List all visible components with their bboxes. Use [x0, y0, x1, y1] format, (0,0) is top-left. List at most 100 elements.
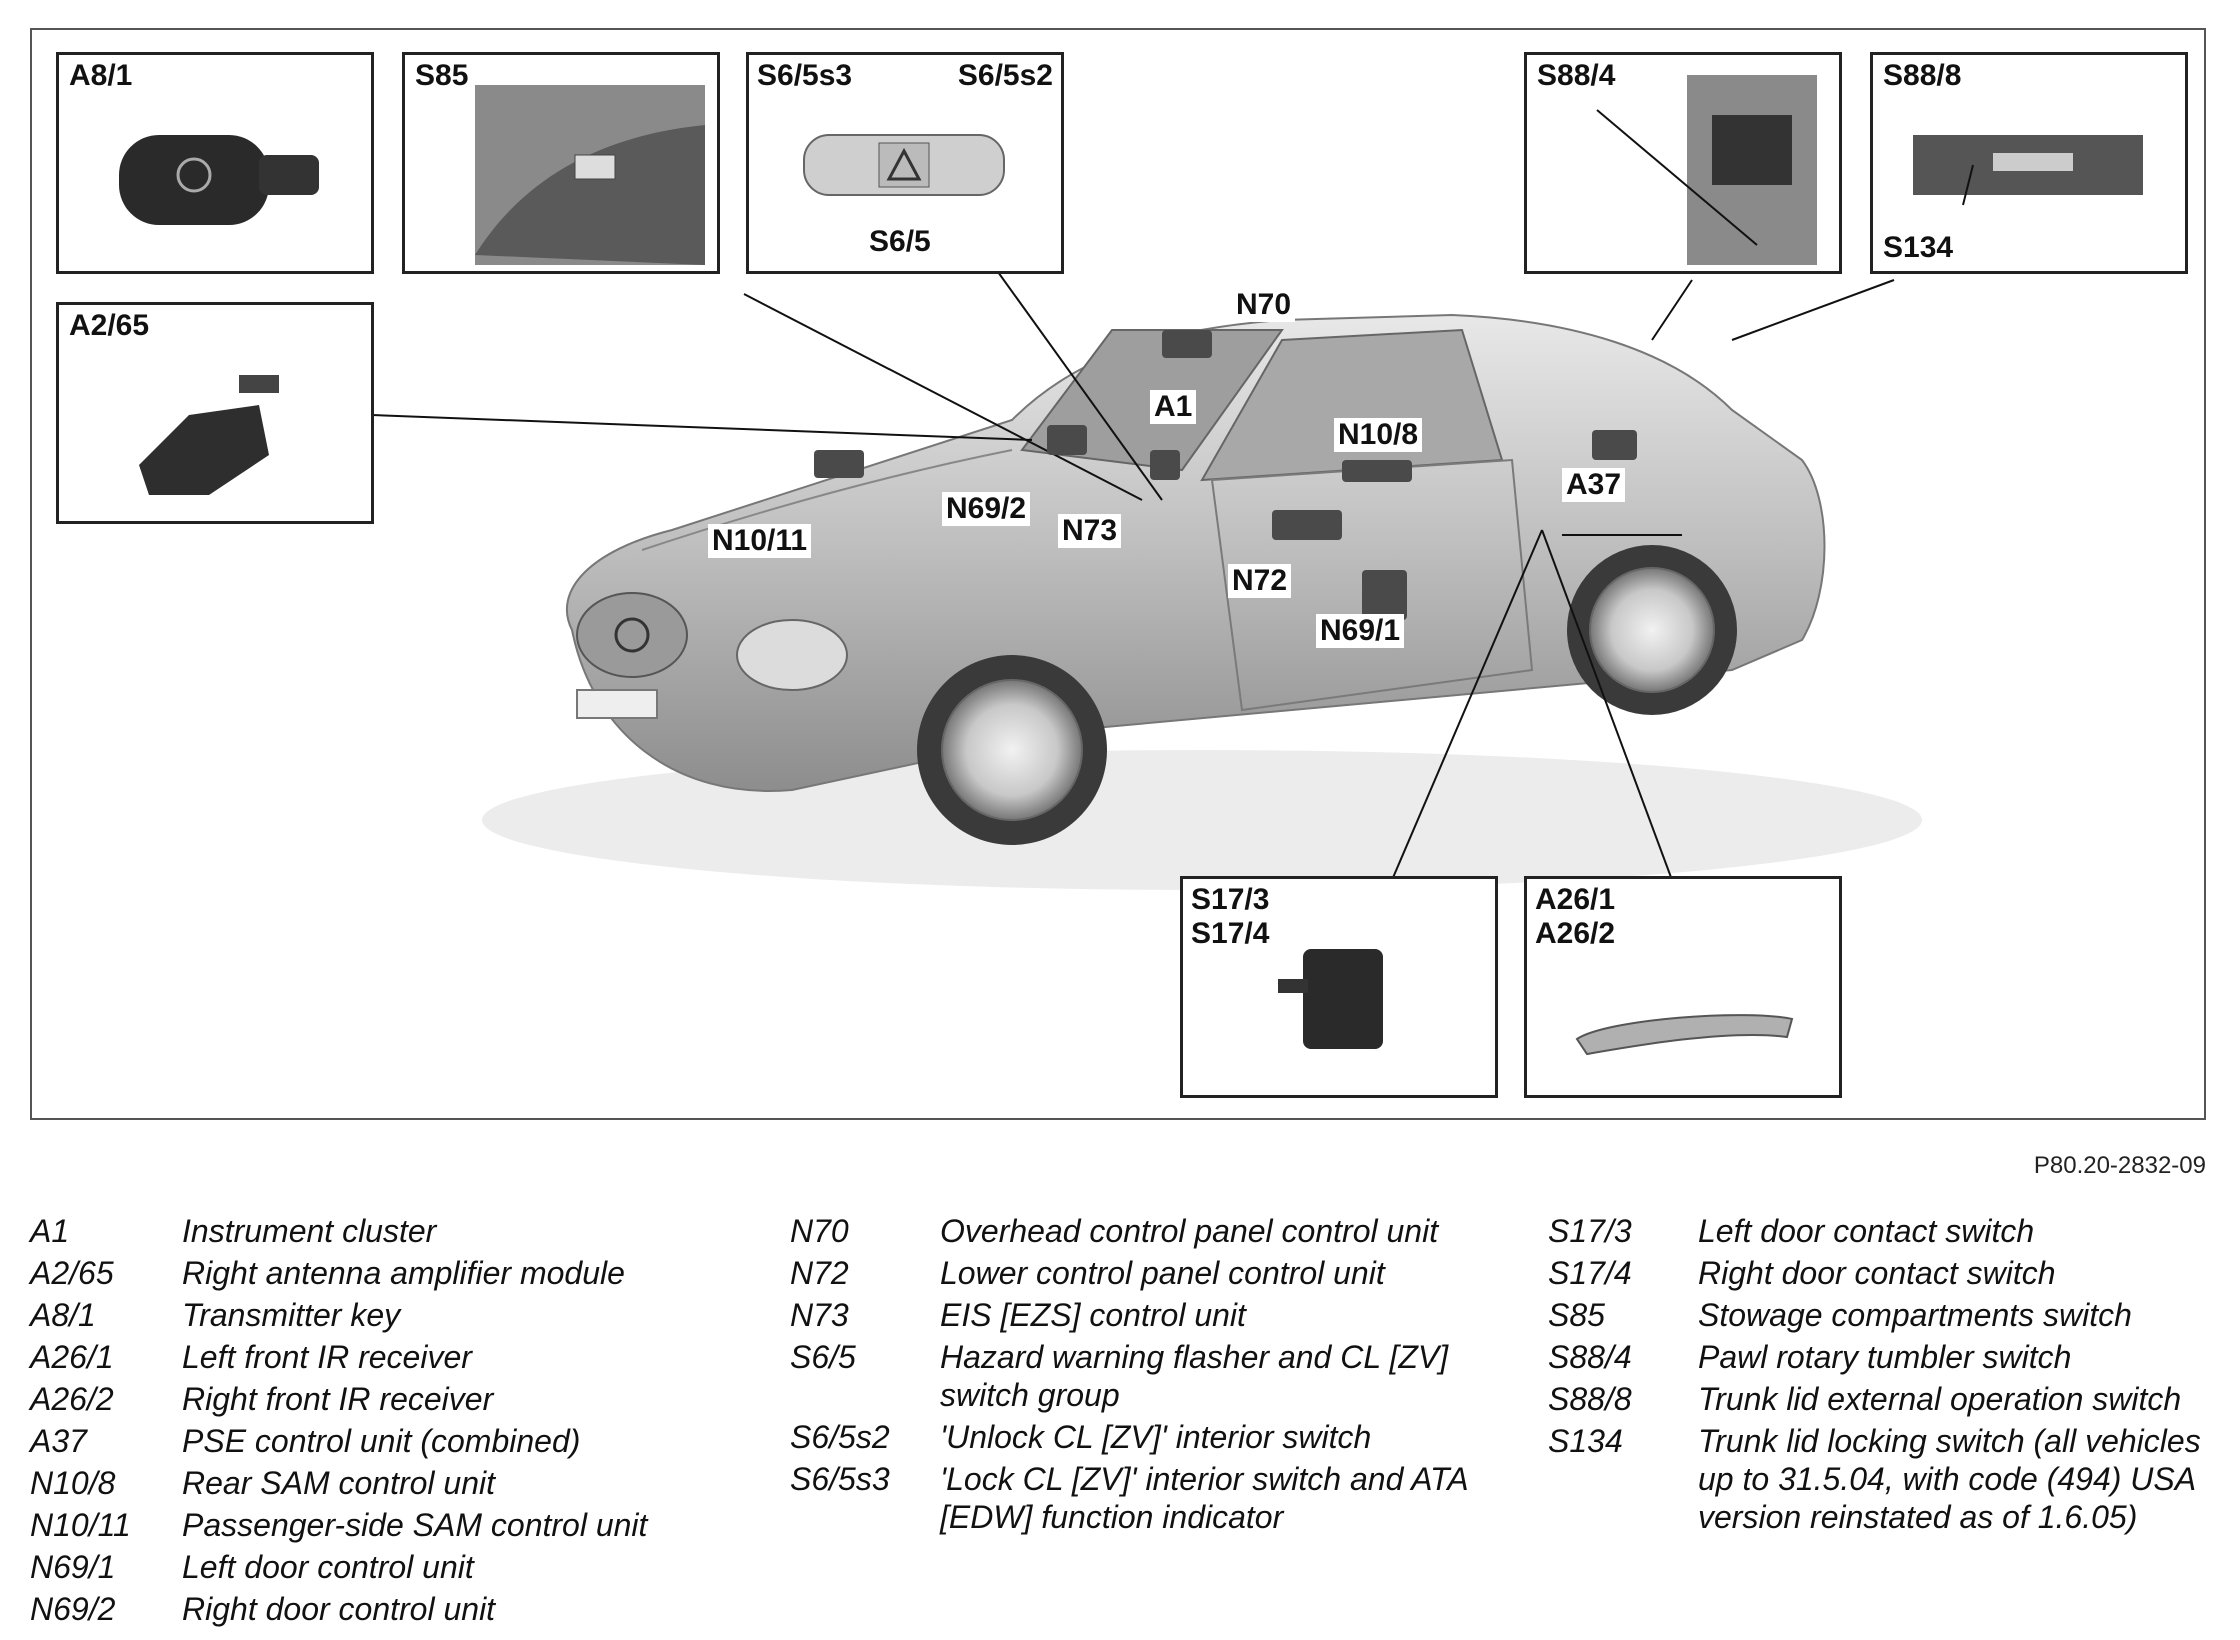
legend-row: S6/5 Hazard warning flasher and CL [ZV] s…: [790, 1338, 1480, 1414]
inset-a8-1: A8/1: [56, 52, 374, 274]
hood-line: [641, 449, 1013, 551]
legend-code: A26/1: [30, 1339, 114, 1375]
label-s6-5: S6/5: [869, 225, 931, 258]
callout-n10-11: N10/11: [708, 524, 812, 558]
legend-row: N69/2 Right door control unit: [30, 1590, 730, 1628]
inset-s6-5: S6/5s3 S6/5s2 S6/5: [746, 52, 1064, 274]
legend-code: N10/11: [30, 1507, 131, 1543]
legend-description: Right antenna amplifier module: [182, 1255, 625, 1291]
inset-s88-8: S88/8 S134: [1870, 52, 2188, 274]
legend-code: S88/4: [1548, 1339, 1632, 1375]
label-s17-3: S17/3: [1191, 883, 1270, 916]
car-body: [566, 313, 1826, 792]
label-s17-4: S17/4: [1191, 917, 1270, 950]
legend-code: N69/1: [30, 1549, 116, 1585]
label-s134: S134: [1883, 231, 1954, 264]
label-a8-1: A8/1: [69, 59, 133, 92]
inset-s17: S17/3 S17/4: [1180, 876, 1498, 1098]
legend-description: Left door control unit: [182, 1549, 474, 1585]
legend-description: Hazard warning flasher and CL [ZV] switc…: [940, 1339, 1449, 1413]
legend-row: N69/1 Left door control unit: [30, 1548, 730, 1586]
callout-n70: N70: [1232, 288, 1296, 322]
legend-description: Stowage compartments switch: [1698, 1297, 2132, 1333]
legend-row: S17/3 Left door contact switch: [1548, 1212, 2218, 1250]
legend-description: EIS [EZS] control unit: [940, 1297, 1246, 1333]
legend-row: A1 Instrument cluster: [30, 1212, 730, 1250]
legend-row: A8/1 Transmitter key: [30, 1296, 730, 1334]
legend-description: Trunk lid locking switch (all vehicles u…: [1698, 1423, 2201, 1535]
legend-code: N10/8: [30, 1465, 116, 1501]
figure-code: P80.20-2832-09: [2033, 1152, 2206, 1179]
legend-row: A26/2 Right front IR receiver: [30, 1380, 730, 1418]
legend-description: Lower control panel control unit: [940, 1255, 1385, 1291]
legend-code: N70: [790, 1213, 849, 1249]
label-s88-4: S88/4: [1537, 59, 1616, 92]
legend-code: A2/65: [30, 1255, 114, 1291]
legend-row: A2/65 Right antenna amplifier module: [30, 1254, 730, 1292]
legend-code: S17/4: [1548, 1255, 1632, 1291]
callout-n72: N72: [1228, 564, 1292, 598]
diagram-frame: A8/1 S85 S6/5s3 S6/5s2 S6/5 S88/4: [30, 28, 2206, 1120]
component-markers: [814, 330, 1637, 620]
legend-description: Overhead control panel control unit: [940, 1213, 1439, 1249]
legend-row: N70 Overhead control panel control unit: [790, 1212, 1480, 1250]
car-shadow: [482, 750, 1922, 890]
label-s85: S85: [415, 59, 469, 92]
antenna-module-icon: [139, 375, 279, 495]
stowage-switch-icon: [475, 85, 705, 265]
legend-code: N72: [790, 1255, 849, 1291]
label-s6-5s2: S6/5s2: [957, 59, 1053, 92]
headlight: [736, 619, 848, 691]
legend-row: S88/8 Trunk lid external operation switch: [1548, 1380, 2218, 1418]
legend-code: S134: [1548, 1423, 1623, 1459]
inset-a26: A26/1 A26/2: [1524, 876, 1842, 1098]
legend-code: S6/5s3: [790, 1461, 890, 1497]
leader-lines: [371, 271, 1895, 881]
legend-description: Left door contact switch: [1698, 1213, 2035, 1249]
legend-code: S6/5s2: [790, 1419, 890, 1455]
legend-code: S17/3: [1548, 1213, 1632, 1249]
legend-code: S88/8: [1548, 1381, 1632, 1417]
legend-row: S6/5s2'Unlock CL [ZV]' interior switch: [790, 1418, 1480, 1456]
label-a26-1: A26/1: [1535, 883, 1616, 916]
legend-description: Instrument cluster: [182, 1213, 437, 1249]
legend-description: Transmitter key: [182, 1297, 401, 1333]
legend-description: Right front IR receiver: [182, 1381, 494, 1417]
legend-code: S6/5: [790, 1339, 856, 1375]
door-handle-icon: [1575, 1014, 1794, 1056]
label-a2-65: A2/65: [69, 309, 150, 342]
legend-description: Right door control unit: [182, 1591, 496, 1627]
legend-code: A1: [30, 1213, 70, 1249]
switch-group-icon: [803, 134, 1005, 196]
callout-n69-2: N69/2: [942, 492, 1031, 526]
legend-code: N69/2: [30, 1591, 116, 1627]
legend-row: S88/4 Pawl rotary tumbler switch: [1548, 1338, 2218, 1376]
label-s6-5s3: S6/5s3: [757, 59, 853, 92]
legend-description: Right door contact switch: [1698, 1255, 2056, 1291]
callout-a1: A1: [1150, 390, 1197, 424]
license-plate: [576, 689, 658, 719]
legend-description: PSE control unit (combined): [182, 1423, 581, 1459]
label-a26-2: A26/2: [1535, 917, 1616, 950]
legend-row: S17/4 Right door contact switch: [1548, 1254, 2218, 1292]
trunk-switch-icon: [1913, 135, 2143, 206]
legend-description: Left front IR receiver: [182, 1339, 472, 1375]
label-s88-8: S88/8: [1883, 59, 1962, 92]
legend-code: S85: [1548, 1297, 1605, 1333]
tumbler-switch-icon: [1596, 75, 1817, 265]
callout-n73: N73: [1058, 514, 1122, 548]
callout-n69-1: N69/1: [1316, 614, 1405, 648]
legend-description: Pawl rotary tumbler switch: [1698, 1339, 2072, 1375]
legend-code: A26/2: [30, 1381, 114, 1417]
legend-description: Trunk lid external operation switch: [1698, 1381, 2182, 1417]
callout-n10-8: N10/8: [1334, 418, 1423, 452]
legend-code: A8/1: [30, 1297, 96, 1333]
door-contact-switch-icon: [1278, 949, 1383, 1049]
grille: [576, 592, 688, 678]
